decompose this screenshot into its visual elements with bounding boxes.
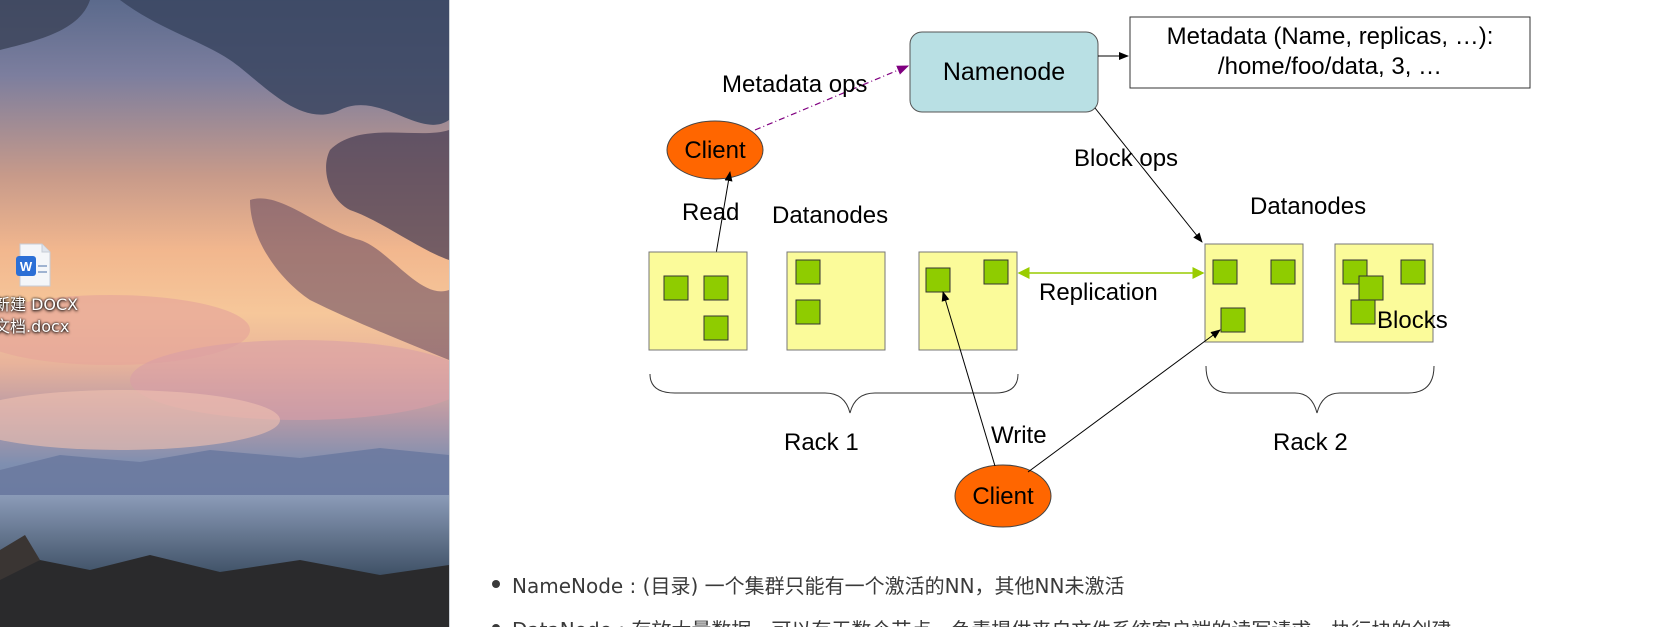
bullet-namenode: NameNode : (目录) 一个集群只能有一个激活的NN，其他NN未激活	[492, 570, 1125, 599]
block-square	[1358, 275, 1384, 301]
rack1-brace	[649, 373, 1019, 414]
metadata-line1: Metadata (Name, replicas, …):	[1167, 23, 1494, 50]
metadata-ops-arrow	[754, 65, 910, 131]
metadata-ops-label: Metadata ops	[722, 71, 867, 98]
replication-label: Replication	[1039, 279, 1158, 306]
write-arrow	[941, 291, 996, 467]
block-square	[1212, 259, 1238, 285]
metadata-box	[1129, 16, 1531, 89]
block-square	[703, 315, 729, 341]
block-square	[1270, 259, 1296, 285]
write-pipeline-arrow	[1027, 329, 1221, 473]
block-square	[1400, 259, 1426, 285]
document-view: Namenode Metadata (Name, replicas, …): /…	[450, 0, 1654, 627]
bullet-datanode-text: DataNode : 存放大量数据，可以有无数个节点，负责提供来自文件系统客户端…	[512, 618, 1451, 627]
bullet-namenode-text: NameNode : (目录) 一个集群只能有一个激活的NN，其他NN未激活	[512, 574, 1125, 598]
read-arrow	[714, 171, 733, 261]
rack1-label: Rack 1	[784, 429, 859, 456]
datanodes-left-label: Datanodes	[772, 202, 888, 229]
block-square	[795, 299, 821, 325]
rack2-brace	[1205, 365, 1435, 414]
word-document-icon[interactable]: W	[14, 242, 54, 288]
bullet-datanode: DataNode : 存放大量数据，可以有无数个节点，负责提供来自文件系统客户端…	[492, 614, 1451, 627]
block-square	[925, 267, 951, 293]
metadata-line2: /home/foo/data, 3, …	[1218, 53, 1442, 80]
client-bottom-ellipse	[954, 464, 1052, 528]
svg-text:W: W	[20, 259, 33, 274]
block-ops-label: Block ops	[1074, 145, 1178, 172]
block-square	[663, 275, 689, 301]
namenode-box	[909, 31, 1099, 113]
namenode-label: Namenode	[943, 58, 1065, 86]
block-square	[1350, 299, 1376, 325]
write-label: Write	[991, 422, 1047, 449]
file-label-line1: 新建 DOCX	[0, 295, 79, 314]
client-top-label: Client	[684, 137, 746, 164]
block-square	[703, 275, 729, 301]
desktop-file-label[interactable]: 新建 DOCX 文档.docx	[0, 294, 94, 338]
client-top-ellipse	[666, 120, 764, 180]
desktop-wallpaper: W 新建 DOCX 文档.docx	[0, 0, 449, 627]
bullet-dot	[492, 580, 500, 588]
client-bottom-label: Client	[972, 483, 1034, 510]
datanode-box	[648, 251, 748, 351]
rack2-label: Rack 2	[1273, 429, 1348, 456]
bullet-dot	[492, 624, 500, 627]
hdfs-architecture-diagram: Namenode Metadata (Name, replicas, …): /…	[648, 16, 1531, 528]
block-square	[983, 259, 1009, 285]
read-label: Read	[682, 199, 739, 226]
block-square	[1220, 307, 1246, 333]
block-ops-arrow	[1094, 107, 1203, 243]
datanodes-right-label: Datanodes	[1250, 193, 1366, 220]
datanode-box	[1204, 243, 1304, 343]
blocks-label: Blocks	[1377, 307, 1448, 334]
block-square	[795, 259, 821, 285]
file-label-line2: 文档.docx	[0, 317, 70, 336]
window-divider	[449, 0, 450, 627]
wallpaper-art	[0, 0, 449, 627]
